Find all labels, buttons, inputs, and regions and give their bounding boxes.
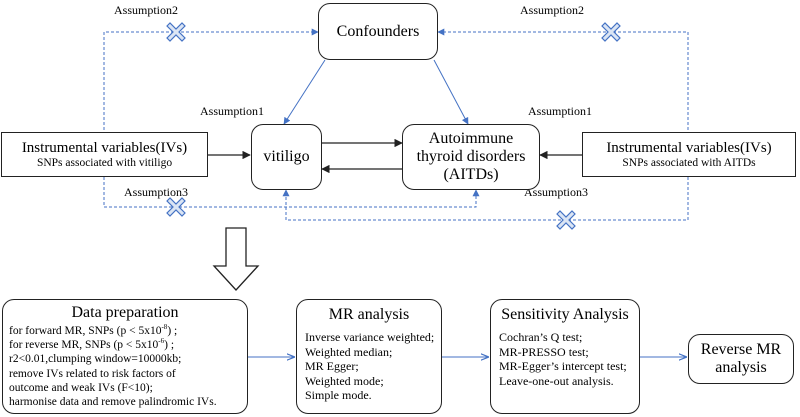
down-arrow-icon bbox=[212, 227, 260, 291]
data-preparation-title: Data preparation bbox=[71, 304, 179, 321]
aitd-box: Autoimmune thyroid disorders (AITDs) bbox=[402, 124, 540, 190]
reverse-mr-box: Reverse MR analysis bbox=[688, 334, 794, 384]
iv-right-subtitle: SNPs associated with AITDs bbox=[622, 156, 756, 169]
list-item: remove IVs related to risk factors of bbox=[9, 367, 176, 380]
assumption3-left-label: Assumption3 bbox=[124, 185, 189, 199]
iv-left-box: Instrumental variables(IVs) SNPs associa… bbox=[1, 132, 208, 177]
vitiligo-label: vitiligo bbox=[263, 148, 310, 165]
list-item: MR-PRESSO test; bbox=[499, 344, 589, 359]
assumption3-right-path bbox=[282, 177, 689, 221]
list-item: r2<0.01,clumping window=10000kb; bbox=[9, 353, 182, 366]
list-item: for forward MR, SNPs (p < 5x10-8) ; bbox=[9, 323, 178, 338]
mr-analysis-title: MR analysis bbox=[328, 306, 410, 323]
list-item: MR Egger; bbox=[305, 359, 359, 374]
assumption2-right-path bbox=[437, 28, 689, 130]
iv-right-box: Instrumental variables(IVs) SNPs associa… bbox=[582, 132, 796, 177]
list-item: for reverse MR, SNPs (p < 5x10-6) ; bbox=[9, 337, 175, 352]
list-item: harmonise data and remove palindromic IV… bbox=[9, 396, 217, 409]
vitiligo-box: vitiligo bbox=[251, 124, 322, 190]
assumption2-right-label: Assumption2 bbox=[520, 3, 585, 17]
reverse-mr-label-line1: Reverse MR bbox=[700, 341, 782, 358]
reverse-mr-label-line2: analysis bbox=[715, 359, 767, 376]
data-preparation-box: Data preparation for forward MR, SNPs (p… bbox=[2, 299, 248, 414]
list-item: Weighted median; bbox=[305, 344, 393, 359]
list-item: Cochran’s Q test; bbox=[499, 330, 583, 344]
assumption2-left-cross-icon bbox=[166, 22, 186, 42]
iv-left-subtitle: SNPs associated with vitiligo bbox=[36, 156, 173, 169]
confounders-box: Confounders bbox=[318, 3, 438, 60]
data-preparation-list: for forward MR, SNPs (p < 5x10-8) ; for … bbox=[9, 324, 247, 409]
mr-analysis-box: MR analysis Inverse variance weighted; W… bbox=[296, 299, 442, 414]
list-item: Leave-one-out analysis. bbox=[499, 373, 614, 388]
iv-right-title: Instrumental variables(IVs) bbox=[606, 139, 772, 156]
confounders-to-vitiligo-arrow bbox=[283, 59, 326, 125]
mr-analysis-list: Inverse variance weighted; Weighted medi… bbox=[305, 330, 441, 403]
list-item: Inverse variance weighted; bbox=[305, 330, 435, 344]
confounders-label: Confounders bbox=[336, 22, 420, 40]
assumption3-right-cross-icon bbox=[556, 210, 576, 230]
sensitivity-analysis-box: Sensitivity Analysis Cochran’s Q test; M… bbox=[490, 299, 640, 414]
list-item: MR-Egger’s intercept test; bbox=[499, 359, 627, 374]
assumption1-right-label: Assumption1 bbox=[528, 104, 593, 118]
confounders-to-aitd-arrow bbox=[433, 59, 469, 125]
assumption3-right-label: Assumption3 bbox=[524, 185, 589, 199]
assumption2-left-path bbox=[103, 28, 319, 130]
sensitivity-analysis-title: Sensitivity Analysis bbox=[501, 306, 629, 323]
assumption3-left-cross-icon bbox=[166, 197, 186, 217]
aitd-label-line1: Autoimmune bbox=[428, 130, 514, 147]
assumption1-left-label: Assumption1 bbox=[200, 104, 265, 118]
sensitivity-analysis-list: Cochran’s Q test; MR-PRESSO test; MR-Egg… bbox=[499, 330, 639, 388]
assumption2-left-label: Assumption2 bbox=[114, 3, 179, 17]
assumption2-right-cross-icon bbox=[601, 22, 621, 42]
assumption3-left-path bbox=[103, 177, 480, 208]
list-item: outcome and weak IVs (F<10); bbox=[9, 381, 153, 394]
aitd-label-line3: (AITDs) bbox=[443, 166, 499, 183]
iv-left-title: Instrumental variables(IVs) bbox=[21, 139, 188, 156]
list-item: Simple mode. bbox=[305, 388, 372, 403]
aitd-label-line2: thyroid disorders bbox=[416, 148, 526, 165]
list-item: Weighted mode; bbox=[305, 373, 384, 388]
